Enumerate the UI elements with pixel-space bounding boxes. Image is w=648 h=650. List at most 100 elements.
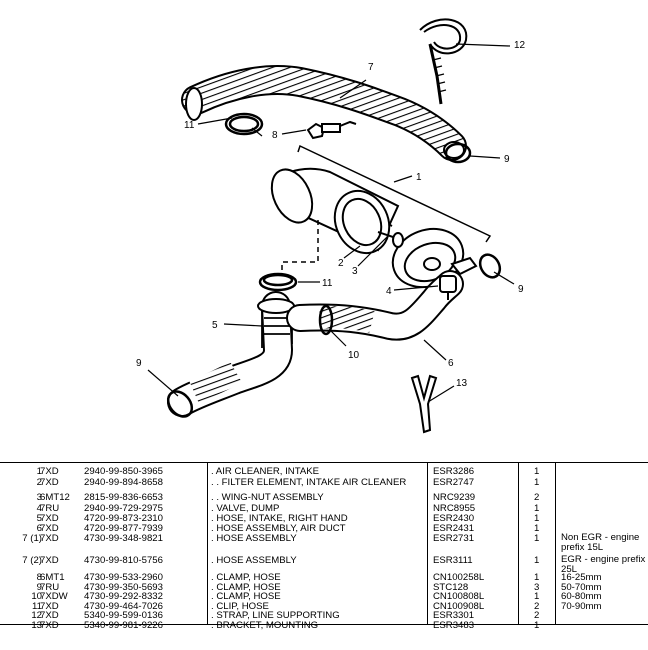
item-code: 7XD [40,466,59,477]
hose-assembly-air-duct [286,270,464,341]
line-supporting-strap [419,18,468,105]
callout-1: 1 [416,172,422,183]
wing-nut-assembly [377,231,404,248]
parts-list-table: 1 7XD 2940-99-850-3965 . AIR CLEANER, INTAK… [0,462,648,650]
reference-number: STC128 [433,582,469,593]
remarks: 60-80mm [561,591,602,602]
item-number: 11 [32,601,42,612]
callout-12: 12 [514,40,526,51]
part-number: 4730-99-348-9821 [84,533,163,544]
callout-13: 13 [456,378,468,389]
item-number: 6 [36,523,42,534]
remarks: 16-25mm [561,572,602,583]
quantity: 1 [534,572,540,583]
callout-8: 8 [272,130,278,141]
reference-number: ESR2731 [433,533,475,544]
assembly-bracket-line [281,144,492,270]
remarks: Non EGR - engine prefix 15L [561,532,640,553]
item-number: 12 [31,610,42,621]
reference-number: ESR3301 [433,610,475,621]
item-code: 7RU [40,582,60,593]
callout-9-right: 9 [518,284,524,295]
quantity: 1 [534,503,540,514]
reference-number: ESR2430 [433,513,475,524]
quantity: 1 [534,620,540,631]
callout-9-left: 9 [136,358,142,369]
item-number: 13 [31,620,42,631]
table-row: 1 7XD 2940-99-850-3965 . AIR CLEANER, INTAK… [0,466,648,478]
part-description: . STRAP, LINE SUPPORTING [211,610,340,621]
item-code: 7XD [40,477,59,488]
part-number: 2940-99-729-2975 [84,503,163,514]
part-description: . . FILTER ELEMENT, INTAKE AIR CLEANER [211,477,407,488]
item-number: 8 [36,572,42,583]
part-number: 4730-99-292-8332 [84,591,163,602]
mounting-bracket [410,374,438,434]
hose-intake-right-hand [167,291,295,417]
item-number: 9 [36,582,42,593]
table-bottom-rule [0,624,648,625]
table-divider-4 [555,462,556,624]
callout-leaders [147,43,515,403]
quantity: 2 [534,601,540,612]
reference-number: CN100258L [433,572,485,583]
hose-clamp-lower-left [166,390,194,418]
part-description: . HOSE, INTAKE, RIGHT HAND [211,513,348,524]
item-code: 6MT1 [40,572,65,583]
item-code: 7XDW [40,591,68,602]
item-code: 7XD [40,610,59,621]
reference-number: NRC9239 [433,492,476,503]
part-number: 5340-99-981-9226 [84,620,163,631]
hose-clip-middle [258,272,298,292]
part-number: 4730-99-350-5693 [84,582,163,593]
part-description: . CLAMP, HOSE [211,582,281,593]
part-description: . VALVE, DUMP [211,503,280,514]
reference-number: NRC8955 [433,503,476,514]
item-number: 5 [36,513,42,524]
reference-number: ESR3286 [433,466,475,477]
part-description: . AIR CLEANER, INTAKE [211,466,320,477]
item-number: 2 [36,477,42,488]
remarks: 70-90mm [561,601,602,612]
remarks: EGR - engine prefix 25L [561,554,646,575]
callout-2: 2 [338,258,344,269]
quantity: 1 [534,466,540,477]
callout-11-top: 11 [184,120,195,131]
item-code: 7XD [40,513,59,524]
quantity: 1 [534,513,540,524]
hose-clamp-right [478,253,502,279]
part-description: . BRACKET, MOUNTING [211,620,319,631]
item-code: 7XD [40,523,59,534]
part-number: 2940-99-850-3965 [84,466,163,477]
callout-3: 3 [352,266,358,277]
callout-10: 10 [348,350,360,361]
callout-4: 4 [386,286,392,297]
part-number: 2815-99-836-6653 [84,492,163,503]
reference-number: ESR2431 [433,523,475,534]
table-top-rule [0,462,648,463]
callout-11-middle: 11 [322,278,333,289]
quantity: 1 [534,533,540,544]
dump-valve [439,275,457,300]
part-description: . CLIP, HOSE [211,601,269,612]
part-description: . CLAMP, HOSE [211,591,281,602]
quantity: 2 [534,610,540,621]
callout-6: 6 [448,358,454,369]
table-divider-2 [427,462,428,624]
part-number: 4730-99-533-2960 [84,572,163,583]
item-code: 7XD [40,620,59,631]
exploded-parts-diagram: 1 2 3 4 5 6 7 8 9 9 9 11 11 12 13 10 [136,18,526,434]
item-code: 7XD [40,555,59,566]
item-number: 10 [31,591,42,602]
hose-clip-upper [224,112,264,136]
